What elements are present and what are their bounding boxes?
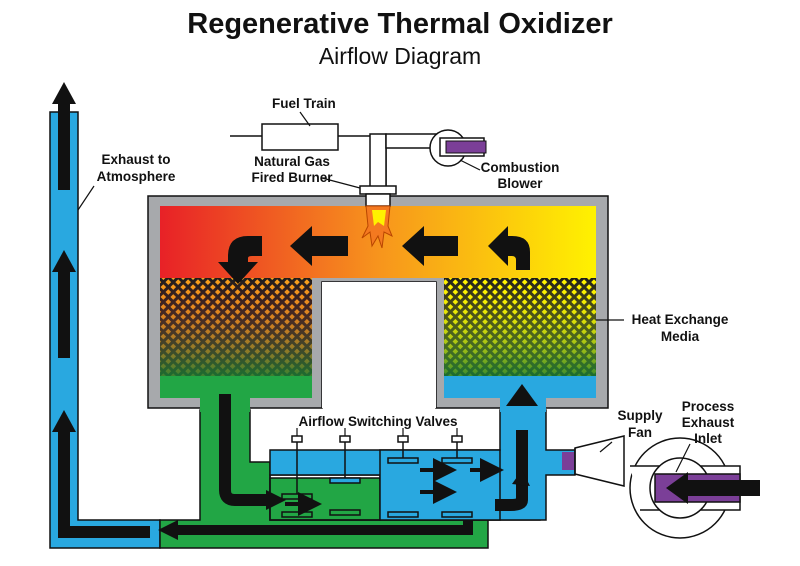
fan-label-line2: Fan (628, 425, 652, 440)
valve-2 (329, 435, 361, 516)
duct-flow-arrows (170, 394, 528, 535)
burner-label-line2: Fired Burner (251, 170, 333, 185)
valve-3 (387, 435, 419, 518)
inlet-label-line3: Inlet (694, 431, 722, 446)
chamber-flow-arrows (218, 226, 530, 284)
natural-gas-burner (359, 133, 470, 249)
inlet-arrow (666, 472, 760, 504)
blower-label-line2: Blower (497, 176, 543, 191)
leader-lines (77, 159, 691, 473)
burner-label-line1: Natural Gas (254, 154, 330, 169)
valves-label: Airflow Switching Valves (298, 414, 457, 429)
media-label-line2: Media (661, 329, 700, 344)
supply-fan (562, 435, 760, 539)
duct-arrow-heads (158, 384, 538, 540)
exhaust-stack (49, 82, 161, 549)
exhaust-arrows (52, 82, 150, 538)
page-title: Regenerative Thermal Oxidizer (187, 8, 613, 40)
fan-label-line1: Supply (617, 408, 662, 423)
exhaust-label-line2: Atmosphere (97, 169, 176, 184)
airflow-switching-valves (281, 435, 473, 518)
inlet-label-line2: Exhaust (682, 415, 735, 430)
exhaust-label-line1: Exhaust to (101, 152, 170, 167)
inlet-label-line1: Process (682, 399, 735, 414)
combustion-blower (429, 129, 487, 167)
blower-label-line1: Combustion (481, 160, 560, 175)
fuel-train-label: Fuel Train (272, 96, 336, 111)
page-subtitle: Airflow Diagram (318, 43, 482, 69)
fuel-train (230, 111, 370, 151)
valve-flow-arrows (285, 458, 504, 516)
media-label-line1: Heat Exchange (632, 312, 729, 327)
